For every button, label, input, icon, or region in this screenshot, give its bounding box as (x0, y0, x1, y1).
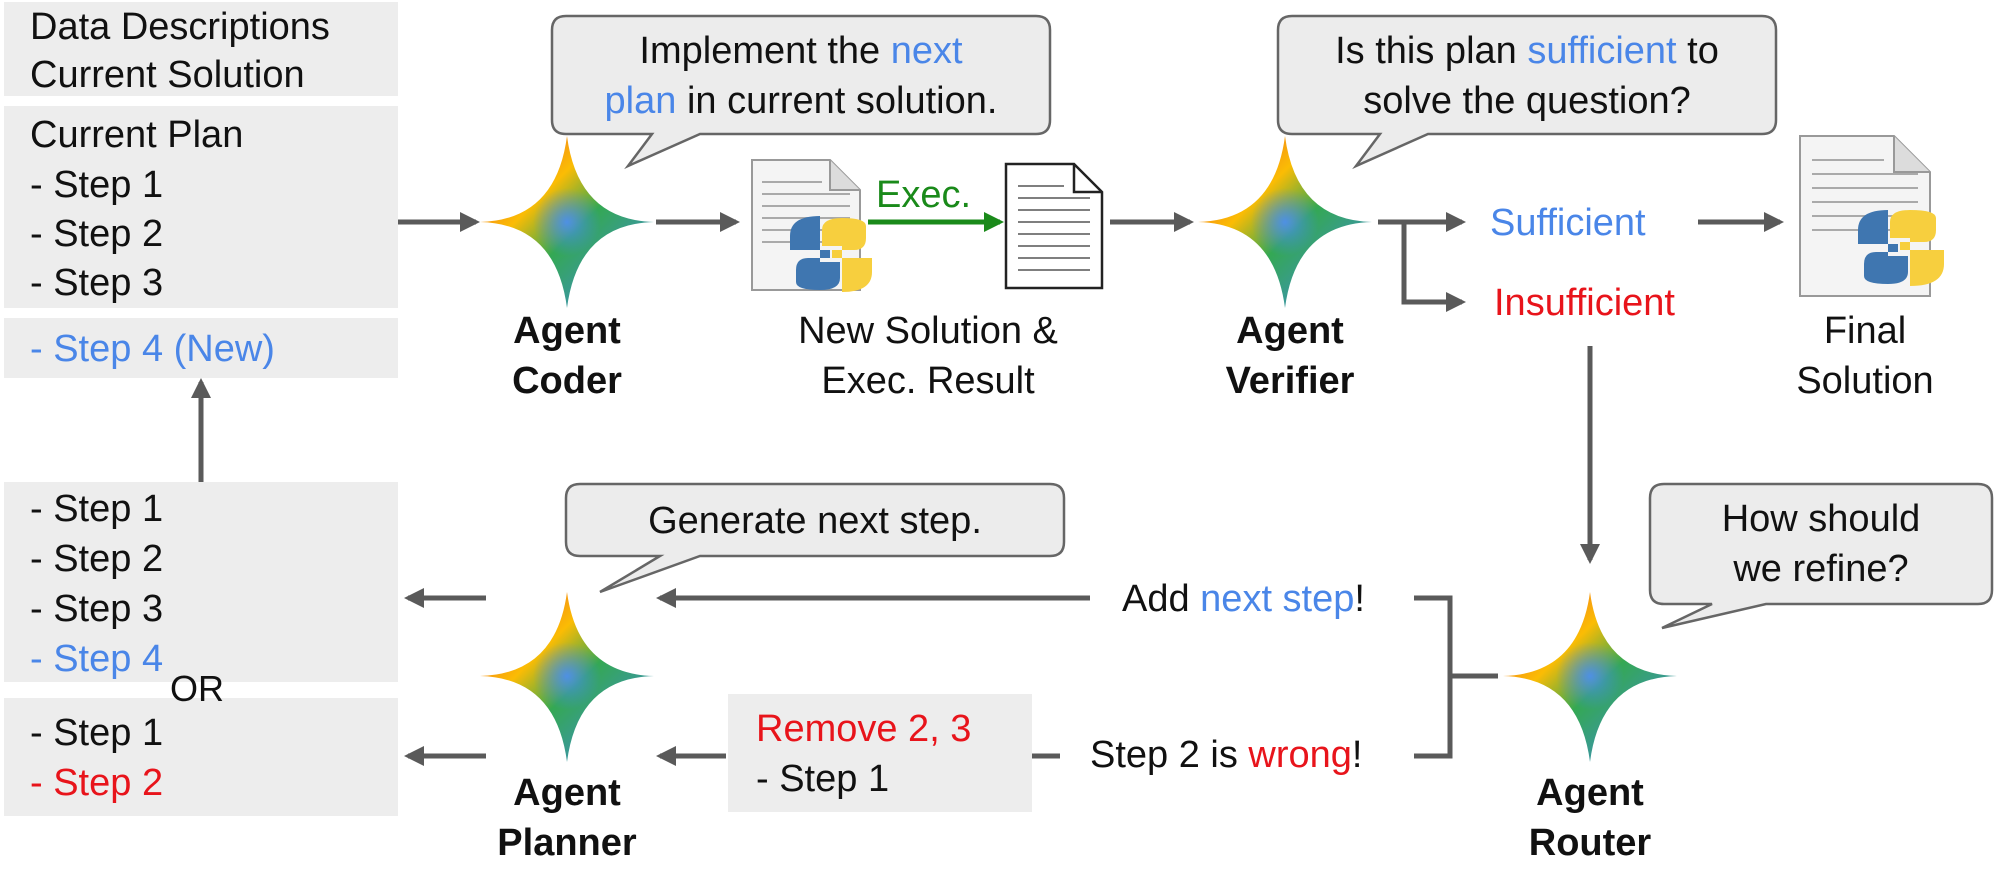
current-plan-step-2: - Step 2 (30, 213, 164, 255)
current-plan-step-1: - Step 1 (30, 164, 164, 206)
coder-bubble-highlight-next: next (890, 30, 963, 72)
remove-box-line-1: Remove 2, 3 (756, 708, 972, 750)
current-plan-step-3: - Step 3 (30, 262, 164, 304)
verifier-bubble-pre: Is this plan (1335, 30, 1528, 72)
agent-coder-star (480, 136, 654, 308)
result-add-step-4: - Step 4 (30, 638, 164, 680)
planner-bubble-shape (564, 482, 1066, 594)
context-box (4, 2, 398, 96)
result-remove-step-1: - Step 1 (30, 712, 164, 754)
planner-bubble-text: Generate next step. (648, 500, 982, 542)
or-label: OR (170, 668, 224, 709)
agent-verifier-star (1198, 136, 1372, 308)
router-bubble-shape (1648, 482, 1994, 630)
new-solution-caption: New Solution &Exec. Result (798, 310, 1058, 402)
coder-bubble-shape (550, 14, 1052, 170)
python-file-icon (751, 159, 872, 292)
document-icon (1004, 162, 1104, 290)
final-python-file-icon (1799, 135, 1944, 297)
coder-bubble-pre: Implement the (639, 30, 891, 72)
verifier-bubble-highlight: sufficient (1527, 30, 1677, 72)
context-line-1: Data Descriptions (30, 6, 330, 48)
result-add-step-2: - Step 2 (30, 538, 164, 580)
step-wrong-choice: Step 2 is wrong! (1090, 734, 1363, 776)
current-plan-title: Current Plan (30, 114, 244, 156)
new-step-label: - Step 4 (New) (30, 328, 275, 370)
remove-box (728, 694, 1032, 812)
verifier-bubble-line-2: solve the question? (1363, 80, 1691, 122)
verifier-bubble-post: to (1676, 30, 1719, 72)
agent-planner-star (480, 592, 654, 762)
result-add-step-3: - Step 3 (30, 588, 164, 630)
add-next-step-choice: Add next step! (1122, 578, 1365, 620)
verifier-bubble-shape (1276, 14, 1778, 170)
remove-box-line-2: - Step 1 (756, 758, 890, 800)
sufficient-label: Sufficient (1490, 202, 1646, 244)
current-plan-box (4, 106, 398, 308)
agent-router-star (1503, 592, 1677, 762)
result-add-box (4, 482, 398, 682)
insufficient-label: Insufficient (1494, 282, 1675, 324)
result-remove-step-2: - Step 2 (30, 762, 164, 804)
coder-bubble-text: Implement the next plan in current soluti… (552, 26, 1050, 126)
coder-bubble-post: in current solution. (676, 80, 998, 122)
exec-arrow-label: Exec. (876, 174, 972, 216)
result-remove-box (4, 698, 398, 816)
context-line-2: Current Solution (30, 54, 305, 96)
verifier-bubble-text: Is this plan sufficient to solve the ques… (1278, 26, 1776, 126)
new-step-box (4, 318, 398, 378)
coder-bubble-highlight-plan: plan (604, 80, 677, 122)
result-add-step-1: - Step 1 (30, 488, 164, 530)
